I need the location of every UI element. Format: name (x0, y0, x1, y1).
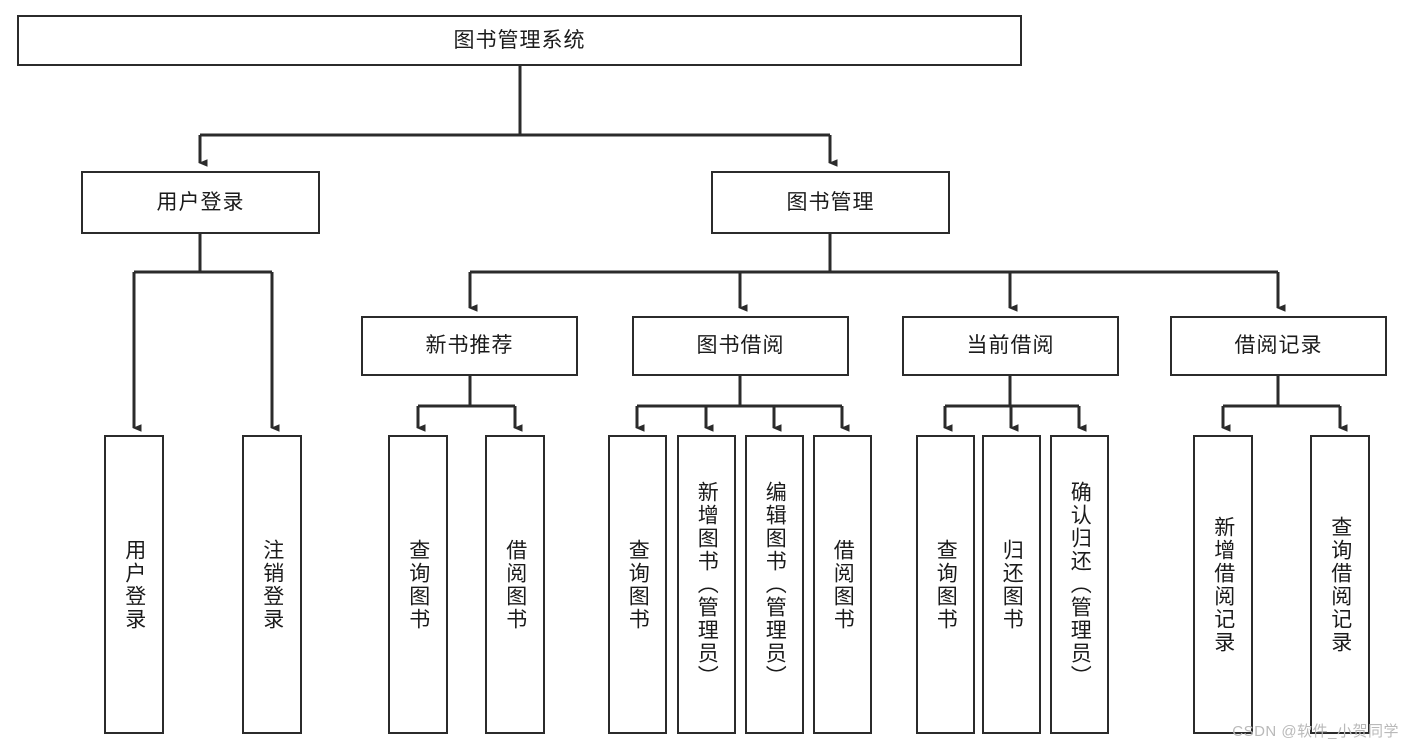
node-root[interactable]: 图书管理系统 (17, 15, 1022, 66)
node-leaf-query-book-2-label: 查询图书 (626, 538, 650, 631)
node-leaf-borrow-book-1-label: 借阅图书 (503, 538, 527, 631)
node-current-borrow-label: 当前借阅 (966, 334, 1055, 358)
node-leaf-query-book-3[interactable]: 查询图书 (916, 435, 975, 734)
node-root-label: 图书管理系统 (453, 28, 586, 52)
node-leaf-confirm-return-label: 确认归还（管理员） (1068, 481, 1092, 688)
node-leaf-return-book-label: 归还图书 (1000, 538, 1024, 631)
csdn-watermark: CSDN @软件_小贺同学 (1232, 723, 1399, 740)
node-current-borrow[interactable]: 当前借阅 (902, 316, 1119, 376)
node-leaf-query-book-2[interactable]: 查询图书 (608, 435, 667, 734)
node-book-borrow-label: 图书借阅 (696, 334, 785, 358)
node-leaf-query-book-1-label: 查询图书 (406, 538, 430, 631)
node-user-login[interactable]: 用户登录 (81, 171, 320, 234)
node-leaf-edit-book[interactable]: 编辑图书（管理员） (745, 435, 804, 734)
node-leaf-add-record-label: 新增借阅记录 (1211, 515, 1235, 654)
node-leaf-query-record-label: 查询借阅记录 (1328, 515, 1352, 654)
node-user-login-label: 用户登录 (156, 190, 245, 214)
node-leaf-borrow-book-2[interactable]: 借阅图书 (813, 435, 872, 734)
node-leaf-user-login-label: 用户登录 (122, 538, 146, 631)
node-leaf-query-record[interactable]: 查询借阅记录 (1310, 435, 1370, 734)
node-leaf-confirm-return[interactable]: 确认归还（管理员） (1050, 435, 1109, 734)
node-leaf-borrow-book-1[interactable]: 借阅图书 (485, 435, 545, 734)
node-leaf-add-book-label: 新增图书（管理员） (695, 481, 719, 688)
node-book-borrow[interactable]: 图书借阅 (632, 316, 849, 376)
node-leaf-logout-label: 注销登录 (260, 538, 284, 631)
node-leaf-return-book[interactable]: 归还图书 (982, 435, 1041, 734)
node-new-book-recommend[interactable]: 新书推荐 (361, 316, 578, 376)
node-leaf-edit-book-label: 编辑图书（管理员） (763, 481, 787, 688)
node-borrow-record-label: 借阅记录 (1234, 334, 1323, 358)
node-new-book-recommend-label: 新书推荐 (425, 334, 514, 358)
node-leaf-query-book-1[interactable]: 查询图书 (388, 435, 448, 734)
node-leaf-query-book-3-label: 查询图书 (934, 538, 958, 631)
node-leaf-add-record[interactable]: 新增借阅记录 (1193, 435, 1253, 734)
node-leaf-logout[interactable]: 注销登录 (242, 435, 302, 734)
node-leaf-add-book[interactable]: 新增图书（管理员） (677, 435, 736, 734)
node-leaf-borrow-book-2-label: 借阅图书 (831, 538, 855, 631)
node-leaf-user-login[interactable]: 用户登录 (104, 435, 164, 734)
node-book-manage-label: 图书管理 (786, 190, 875, 214)
node-book-manage[interactable]: 图书管理 (711, 171, 950, 234)
node-borrow-record[interactable]: 借阅记录 (1170, 316, 1387, 376)
